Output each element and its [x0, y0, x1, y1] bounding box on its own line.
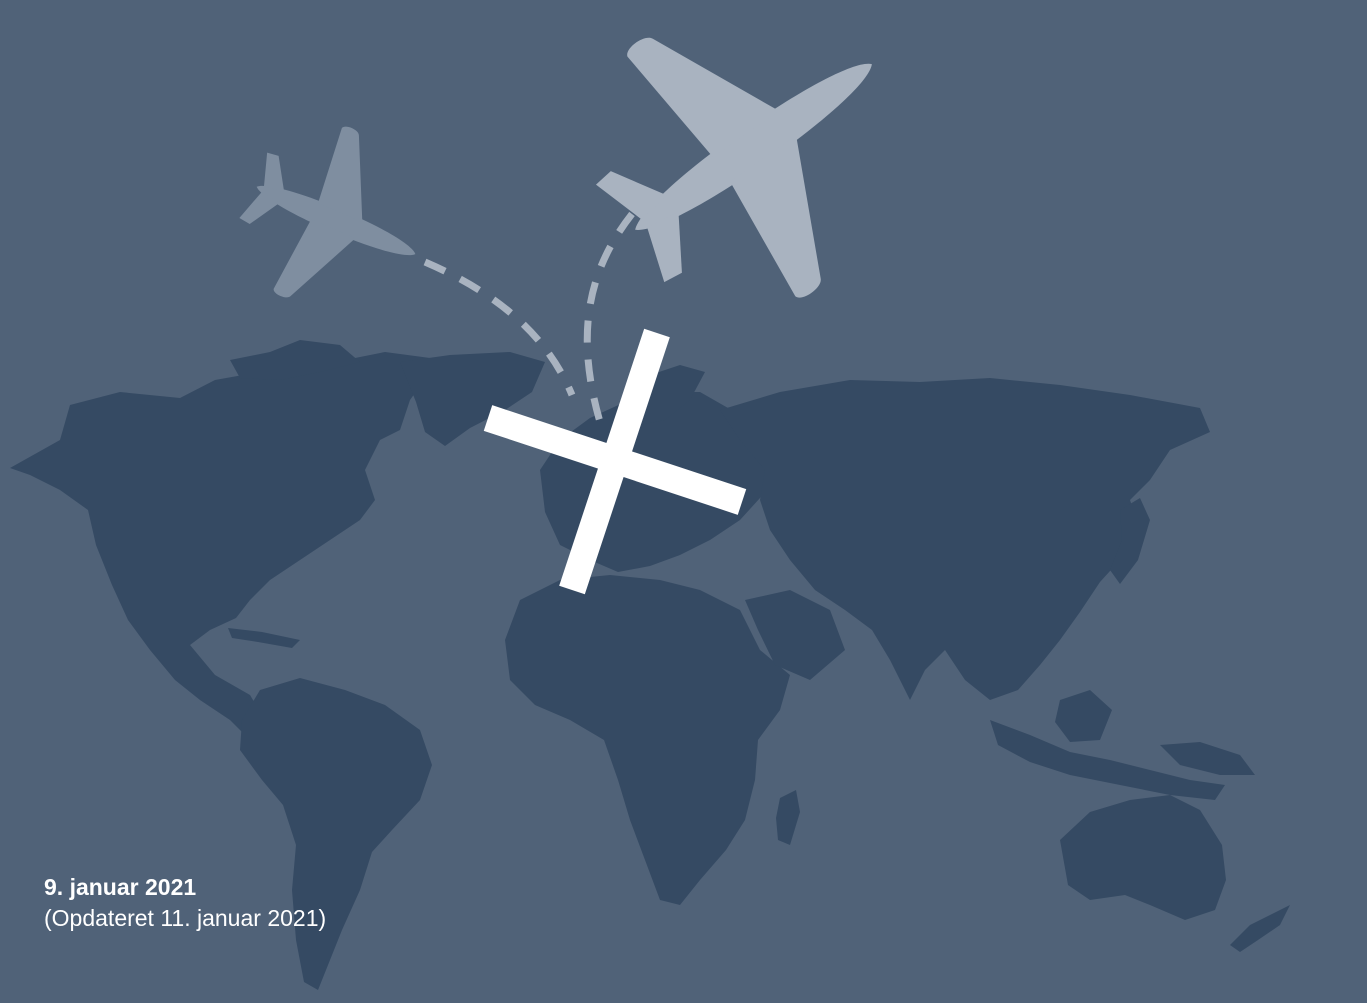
updated-date: (Opdateret 11. januar 2021) — [44, 905, 327, 931]
continent-africa — [505, 575, 790, 905]
airplane-tail-bottom — [239, 192, 280, 224]
airplane-tail-bottom — [647, 211, 682, 283]
airplane-icon — [595, 37, 872, 298]
airplane-icon — [239, 126, 416, 298]
continent-borneo — [1055, 690, 1112, 742]
continent-asia — [720, 378, 1210, 700]
continent-indonesia — [990, 720, 1225, 800]
continent-arabia — [745, 590, 845, 680]
airplane-wing-bottom — [730, 135, 821, 298]
continent-south-america — [240, 678, 432, 990]
continent-north-america — [10, 352, 470, 740]
continent-greenland — [400, 352, 545, 446]
airplane-body — [635, 63, 872, 230]
continent-new-zealand — [1230, 905, 1290, 952]
airplane-wing-top — [318, 126, 363, 222]
continent-madagascar — [776, 790, 800, 845]
date-caption: 9. januar 2021 (Opdateret 11. januar 202… — [44, 872, 326, 934]
publish-date: 9. januar 2021 — [44, 874, 197, 900]
continent-japan — [1110, 498, 1150, 584]
continent-australia — [1060, 795, 1226, 920]
airplane-tail-top — [263, 152, 285, 192]
airplane-wing-top — [627, 37, 780, 158]
airplane-body — [256, 185, 416, 256]
cross-icon — [483, 328, 747, 595]
continent-new-guinea — [1160, 742, 1255, 775]
airplane-wing-bottom — [273, 219, 356, 298]
cross-bar-shallow — [483, 405, 747, 515]
continent-caribbean — [228, 628, 300, 648]
continent-arctic-islands — [230, 340, 360, 380]
world-map — [10, 340, 1290, 990]
airplane-tail-top — [595, 171, 668, 220]
